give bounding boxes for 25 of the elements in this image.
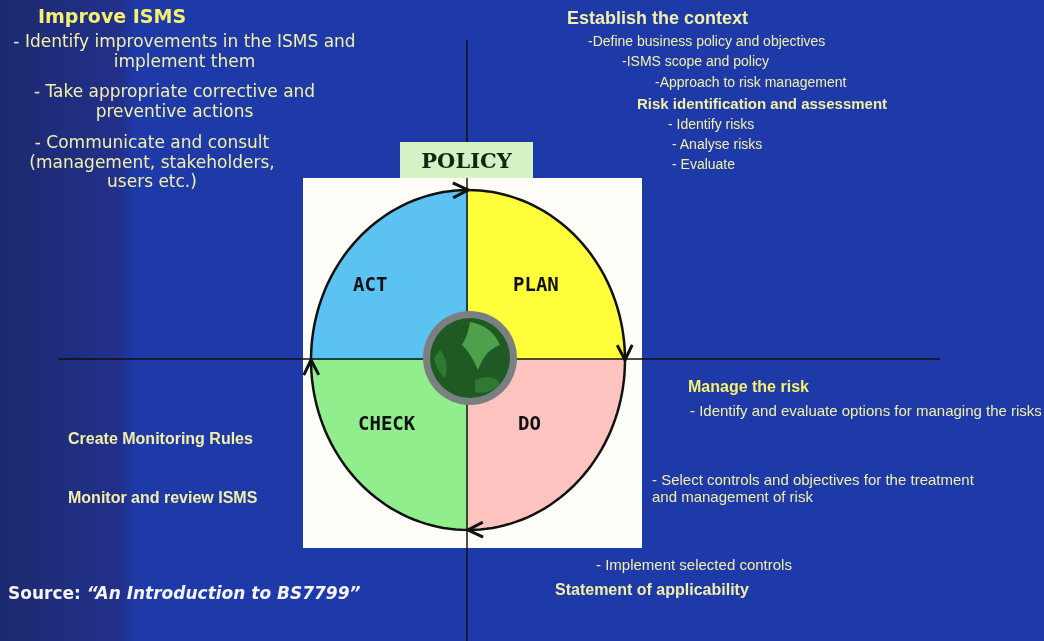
heading-text: Manage the risk: [688, 378, 810, 397]
policy-box: POLICY: [400, 142, 533, 178]
bullet-text: - Evaluate: [672, 156, 737, 173]
bullet-text: - Take appropriate corrective and preventive actions: [32, 82, 317, 122]
bullet-text: - Identify risks: [668, 116, 756, 133]
bullet-text: -Approach to risk management: [655, 74, 848, 91]
phase-label: CHECK: [358, 412, 416, 434]
heading-text: Monitor and review ISMS: [68, 489, 259, 508]
bullet-text: -ISMS scope and policy: [622, 53, 771, 70]
phase-label: DO: [518, 412, 541, 434]
source-caption: Source: “An Introduction to BS7799”: [8, 584, 362, 604]
heading-text: Create Monitoring Rules: [68, 430, 254, 449]
bullet-text: - Identify improvements in the ISMS and implement them: [12, 32, 357, 72]
heading-text: Establish the context: [567, 8, 750, 29]
heading-text: Statement of applicability: [555, 581, 750, 600]
bullet-text: - Communicate and consult (management, stakeholders, users etc.): [28, 133, 276, 192]
phase-label: ACT: [353, 273, 388, 295]
heading-text: Improve ISMS: [38, 6, 188, 28]
bullet-text: - Implement selected controls: [596, 556, 793, 574]
heading-text: Risk identification and assessment: [637, 95, 889, 113]
bullet-text: - Identify and evaluate options for managing the risks: [690, 402, 1043, 420]
phase-label: PLAN: [513, 273, 559, 295]
bullet-text: -Define business policy and objectives: [588, 33, 827, 50]
bullet-text: - Analyse risks: [672, 136, 764, 153]
bullet-text: - Select controls and objectives for the treatment and management of risk: [652, 471, 975, 506]
